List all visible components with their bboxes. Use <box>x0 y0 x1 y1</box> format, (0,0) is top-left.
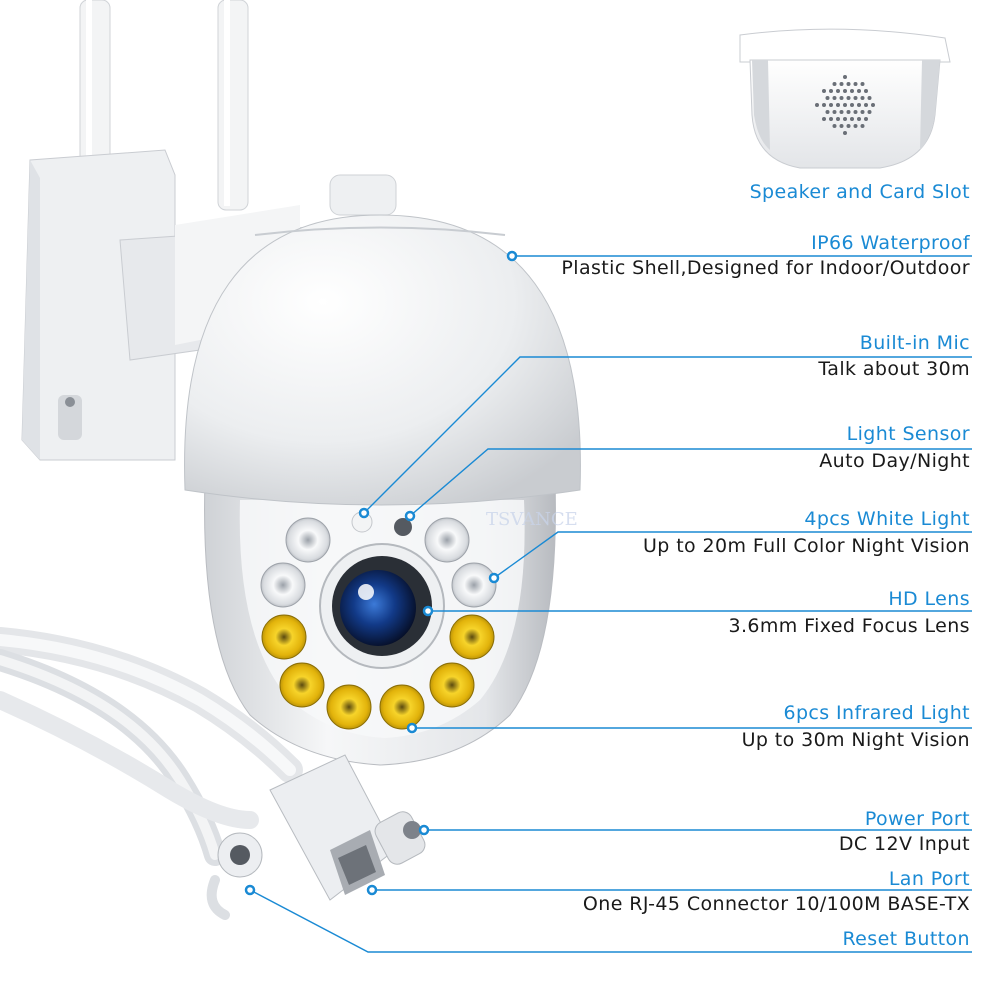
camera-dome <box>184 214 581 506</box>
speaker-hole <box>850 89 854 93</box>
speaker-hole <box>839 124 844 128</box>
power-title: Power Port <box>864 808 970 830</box>
callout-lines <box>249 255 972 953</box>
speaker-hole <box>860 124 865 128</box>
mic-title: Built-in Mic <box>859 332 970 354</box>
speaker-hole <box>829 103 833 107</box>
speaker-hole <box>832 82 837 86</box>
speaker-hole <box>836 117 840 121</box>
speaker-hole <box>864 117 868 121</box>
speaker-hole <box>853 82 858 86</box>
white-light-title: 4pcs White Light <box>804 508 970 530</box>
callout-mic <box>363 356 972 514</box>
speaker-hole <box>836 103 840 107</box>
speaker-hole <box>857 89 861 93</box>
speaker-hole <box>850 117 854 121</box>
speaker-hole <box>860 82 865 86</box>
speaker-hole <box>822 103 826 107</box>
speaker-hole <box>825 96 830 100</box>
callout-white-light <box>493 531 972 579</box>
speaker-hole <box>832 124 837 128</box>
speaker-hole <box>864 89 868 93</box>
white-light-desc: Up to 20m Full Color Night Vision <box>642 535 970 557</box>
power-desc: DC 12V Input <box>838 833 970 855</box>
waterproof-title: IP66 Waterproof <box>811 232 970 254</box>
speaker-hole <box>846 82 851 86</box>
speaker-hole <box>860 96 865 100</box>
speaker-hole <box>815 103 819 107</box>
speaker-hole <box>857 103 861 107</box>
callout-reset <box>249 889 972 953</box>
antenna-right <box>217 0 249 211</box>
infrared-leds <box>261 614 495 730</box>
speaker-inset <box>739 28 951 169</box>
speaker-hole <box>825 110 830 114</box>
speaker-hole <box>853 110 858 114</box>
camera-stem <box>329 174 397 216</box>
dc-cable-head <box>206 832 263 920</box>
speaker-hole <box>857 117 861 121</box>
speaker-hole <box>832 110 837 114</box>
speaker-hole <box>839 110 844 114</box>
mic-desc: Talk about 30m <box>818 358 970 380</box>
speaker-hole <box>839 82 844 86</box>
speaker-hole <box>867 96 872 100</box>
speaker-hole <box>846 124 851 128</box>
speaker-hole <box>843 89 847 93</box>
sensor-title: Light Sensor <box>846 423 970 445</box>
lan-title: Lan Port <box>888 868 970 890</box>
speaker-hole <box>853 124 858 128</box>
speaker-hole <box>836 89 840 93</box>
callout-sensor <box>409 448 972 517</box>
lens-title: HD Lens <box>888 588 970 610</box>
lan-connector <box>269 754 396 901</box>
lan-desc: One RJ-45 Connector 10/100M BASE-TX <box>582 893 970 915</box>
speaker-hole <box>843 75 847 79</box>
lens-desc: 3.6mm Fixed Focus Lens <box>728 615 970 637</box>
speaker-hole <box>864 103 868 107</box>
sensor-desc: Auto Day/Night <box>819 450 970 472</box>
speaker-hole <box>871 103 875 107</box>
speaker-hole <box>822 89 826 93</box>
white-leds <box>260 517 497 608</box>
speaker-hole <box>850 103 854 107</box>
power-connector <box>374 811 426 865</box>
reset-title: Reset Button <box>842 928 970 950</box>
speaker-title: Speaker and Card Slot <box>749 181 970 203</box>
callout-dots <box>244 250 518 896</box>
speaker-hole <box>822 117 826 121</box>
light-sensor <box>394 518 412 536</box>
hd-lens <box>319 543 445 669</box>
infrared-desc: Up to 30m Night Vision <box>741 729 970 751</box>
speaker-grille <box>815 75 875 135</box>
speaker-hole <box>832 96 837 100</box>
infrared-title: 6pcs Infrared Light <box>783 702 970 724</box>
speaker-hole <box>843 131 847 135</box>
speaker-hole <box>829 89 833 93</box>
speaker-hole <box>846 96 851 100</box>
speaker-hole <box>829 117 833 121</box>
speaker-hole <box>843 117 847 121</box>
speaker-hole <box>853 96 858 100</box>
speaker-hole <box>846 110 851 114</box>
cables <box>0 627 303 866</box>
speaker-hole <box>867 110 872 114</box>
waterproof-desc: Plastic Shell,Designed for Indoor/Outdoo… <box>561 257 970 279</box>
speaker-hole <box>839 96 844 100</box>
speaker-hole <box>860 110 865 114</box>
speaker-hole <box>843 103 847 107</box>
watermark: TSVANCE <box>486 509 578 530</box>
